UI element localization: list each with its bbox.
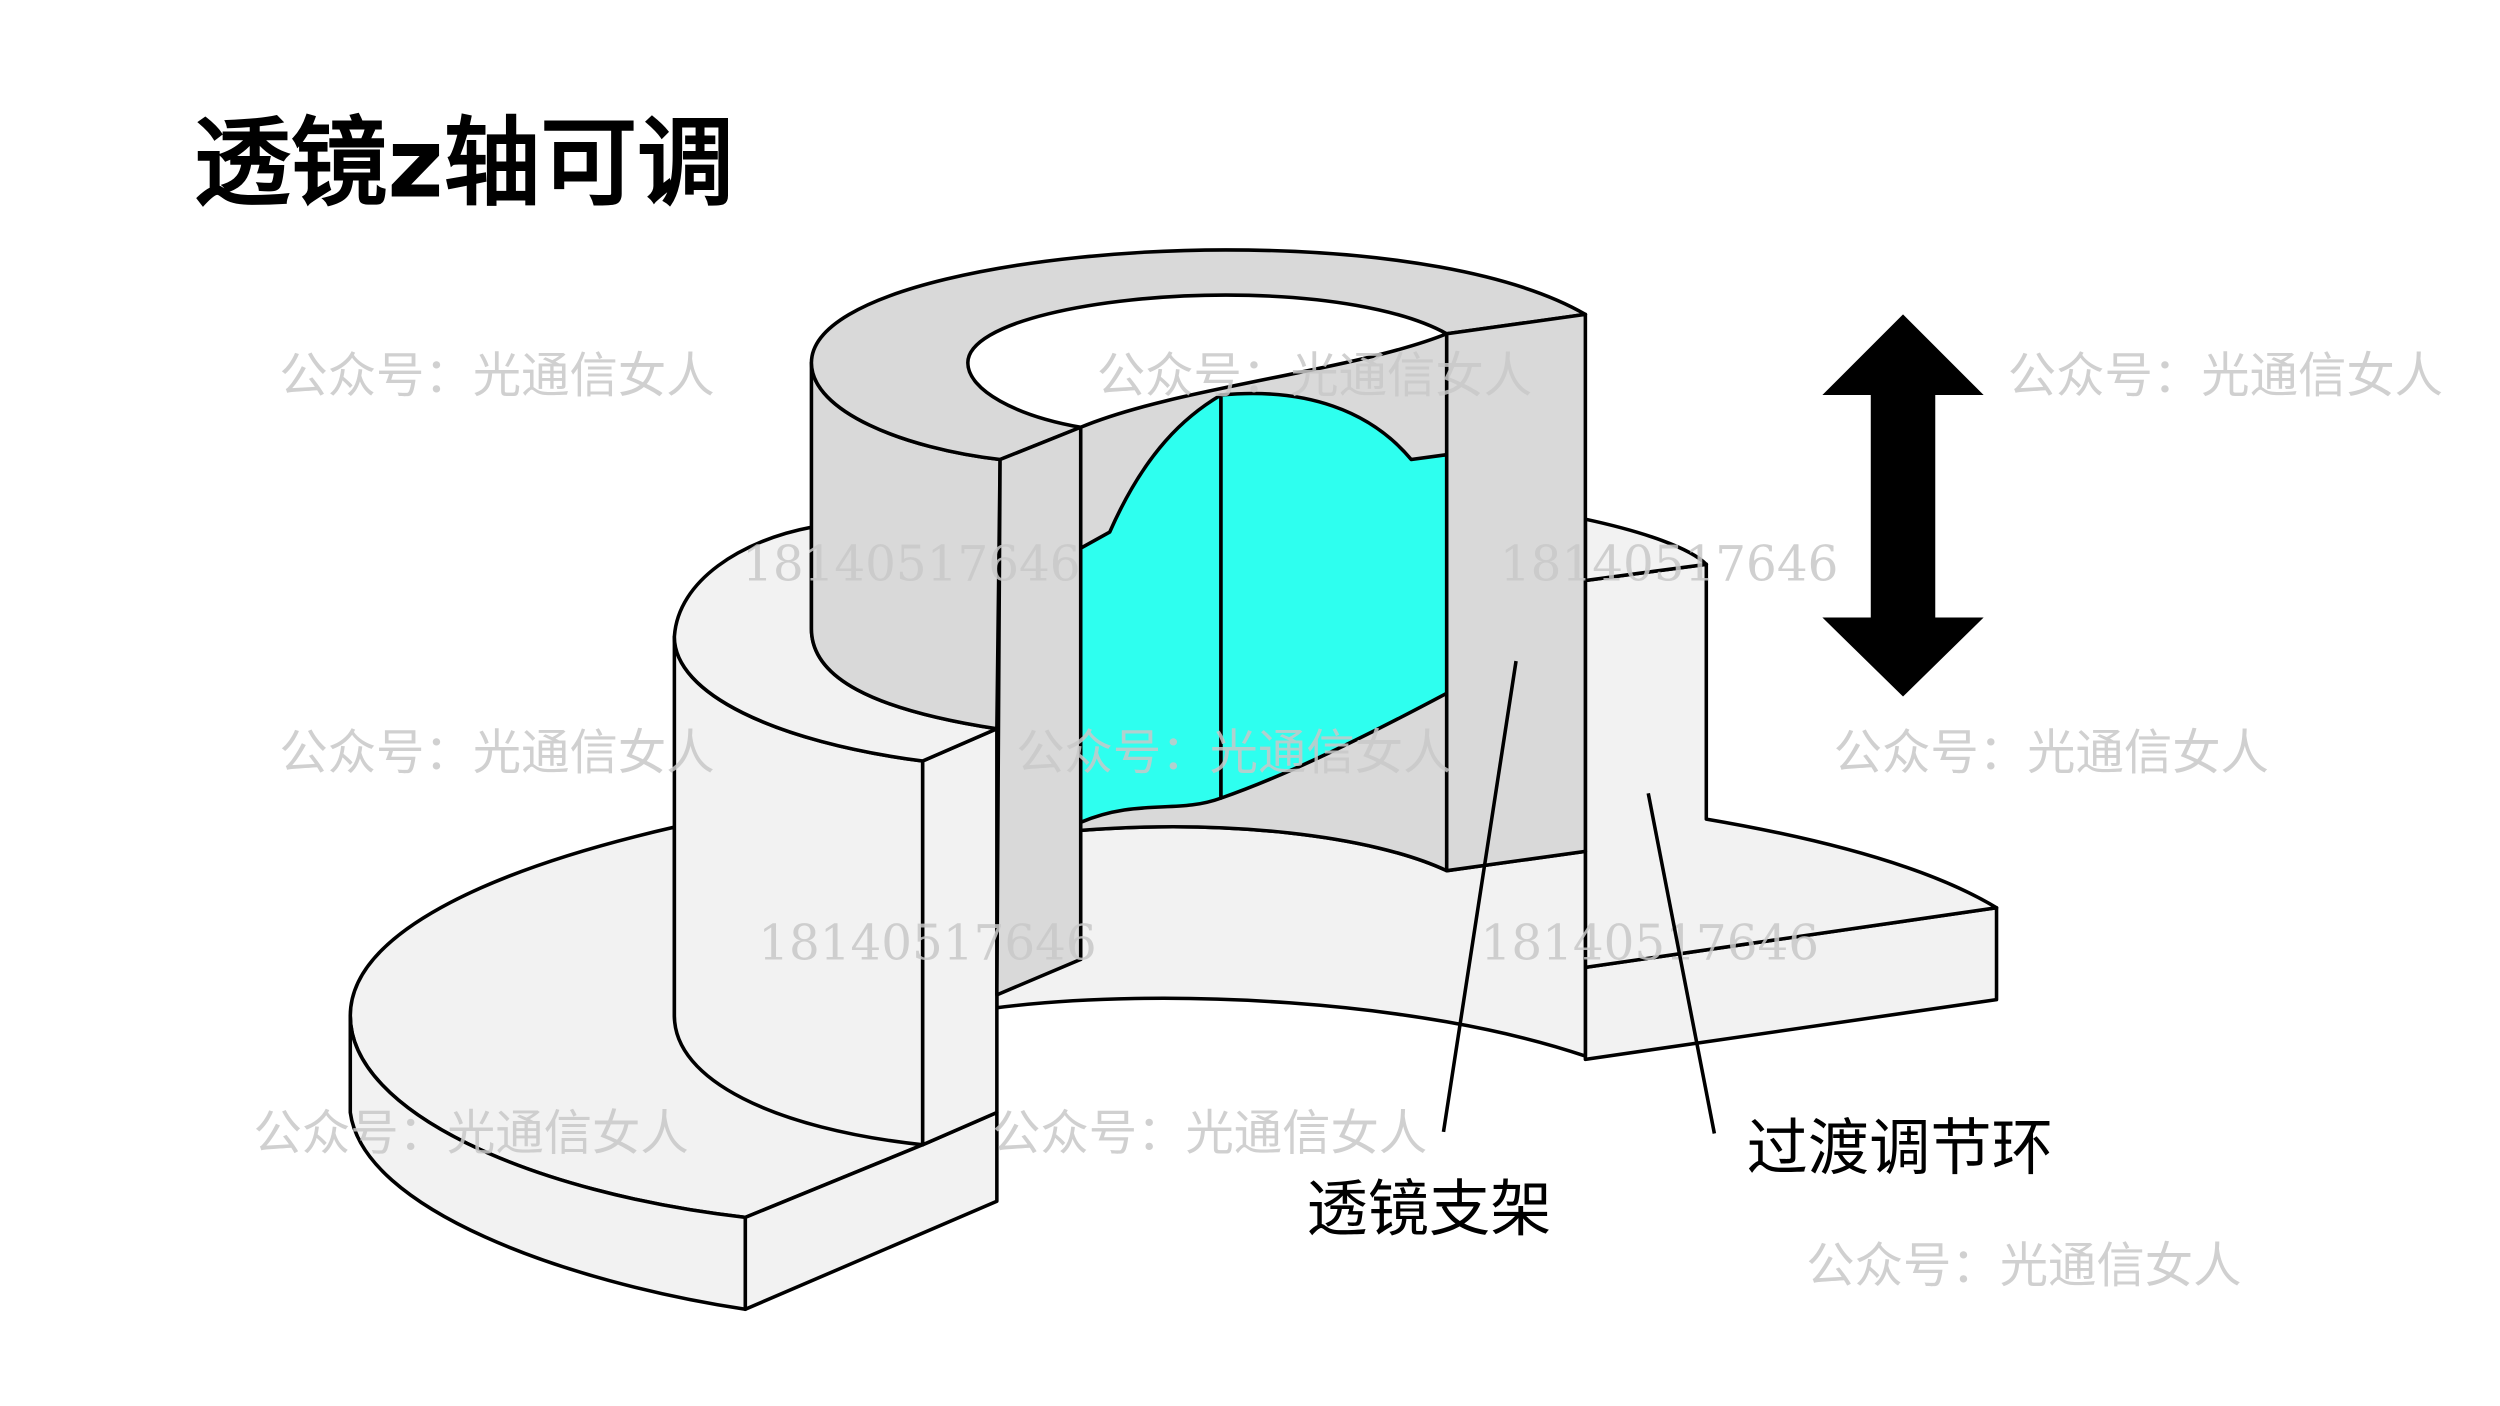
page-title: 透镜z轴可调 xyxy=(194,107,734,220)
ring-right-top xyxy=(1583,517,1709,583)
watermark-account: 公众号：光通信女人 xyxy=(992,1106,1427,1162)
watermark-account: 公众号：光通信女人 xyxy=(279,725,714,781)
watermark-phone: 18140517646 xyxy=(742,536,1080,592)
holder-right-cut-face xyxy=(1444,312,1588,873)
flange-left-cut-face xyxy=(743,1110,999,1312)
ring-right-cut-face xyxy=(1583,562,1999,970)
leader-line-transition-ring xyxy=(1646,792,1717,1134)
leader-line-lens-holder xyxy=(1441,660,1518,1133)
holder-left-cut-face xyxy=(995,425,1083,997)
watermark-phone: 18140517646 xyxy=(758,915,1096,971)
label-lens-holder: 透镜支架 xyxy=(1306,1174,1551,1245)
watermark-phone: 18140517646 xyxy=(1481,915,1819,971)
watermark-account: 公众号：光通信女人 xyxy=(1806,1238,2241,1294)
watermark-account: 公众号：光通信女人 xyxy=(1016,725,1451,781)
double-arrow-vertical-icon xyxy=(1822,314,1984,697)
label-transition-ring: 过渡调节环 xyxy=(1747,1113,2053,1184)
watermark-account: 公众号：光通信女人 xyxy=(254,1106,689,1162)
lens-holder xyxy=(809,248,1588,997)
transition-ring xyxy=(348,517,1999,1312)
watermark-phone: 18140517646 xyxy=(1500,536,1838,592)
watermarks: 公众号：光通信女人 公众号：光通信女人 公众号：光通信女人 1814051764… xyxy=(254,348,2444,1294)
watermark-account: 公众号：光通信女人 xyxy=(1834,725,2269,781)
watermark-account: 公众号：光通信女人 xyxy=(2008,348,2443,404)
watermark-account: 公众号：光通信女人 xyxy=(1097,348,1532,404)
watermark-account: 公众号：光通信女人 xyxy=(279,348,714,404)
